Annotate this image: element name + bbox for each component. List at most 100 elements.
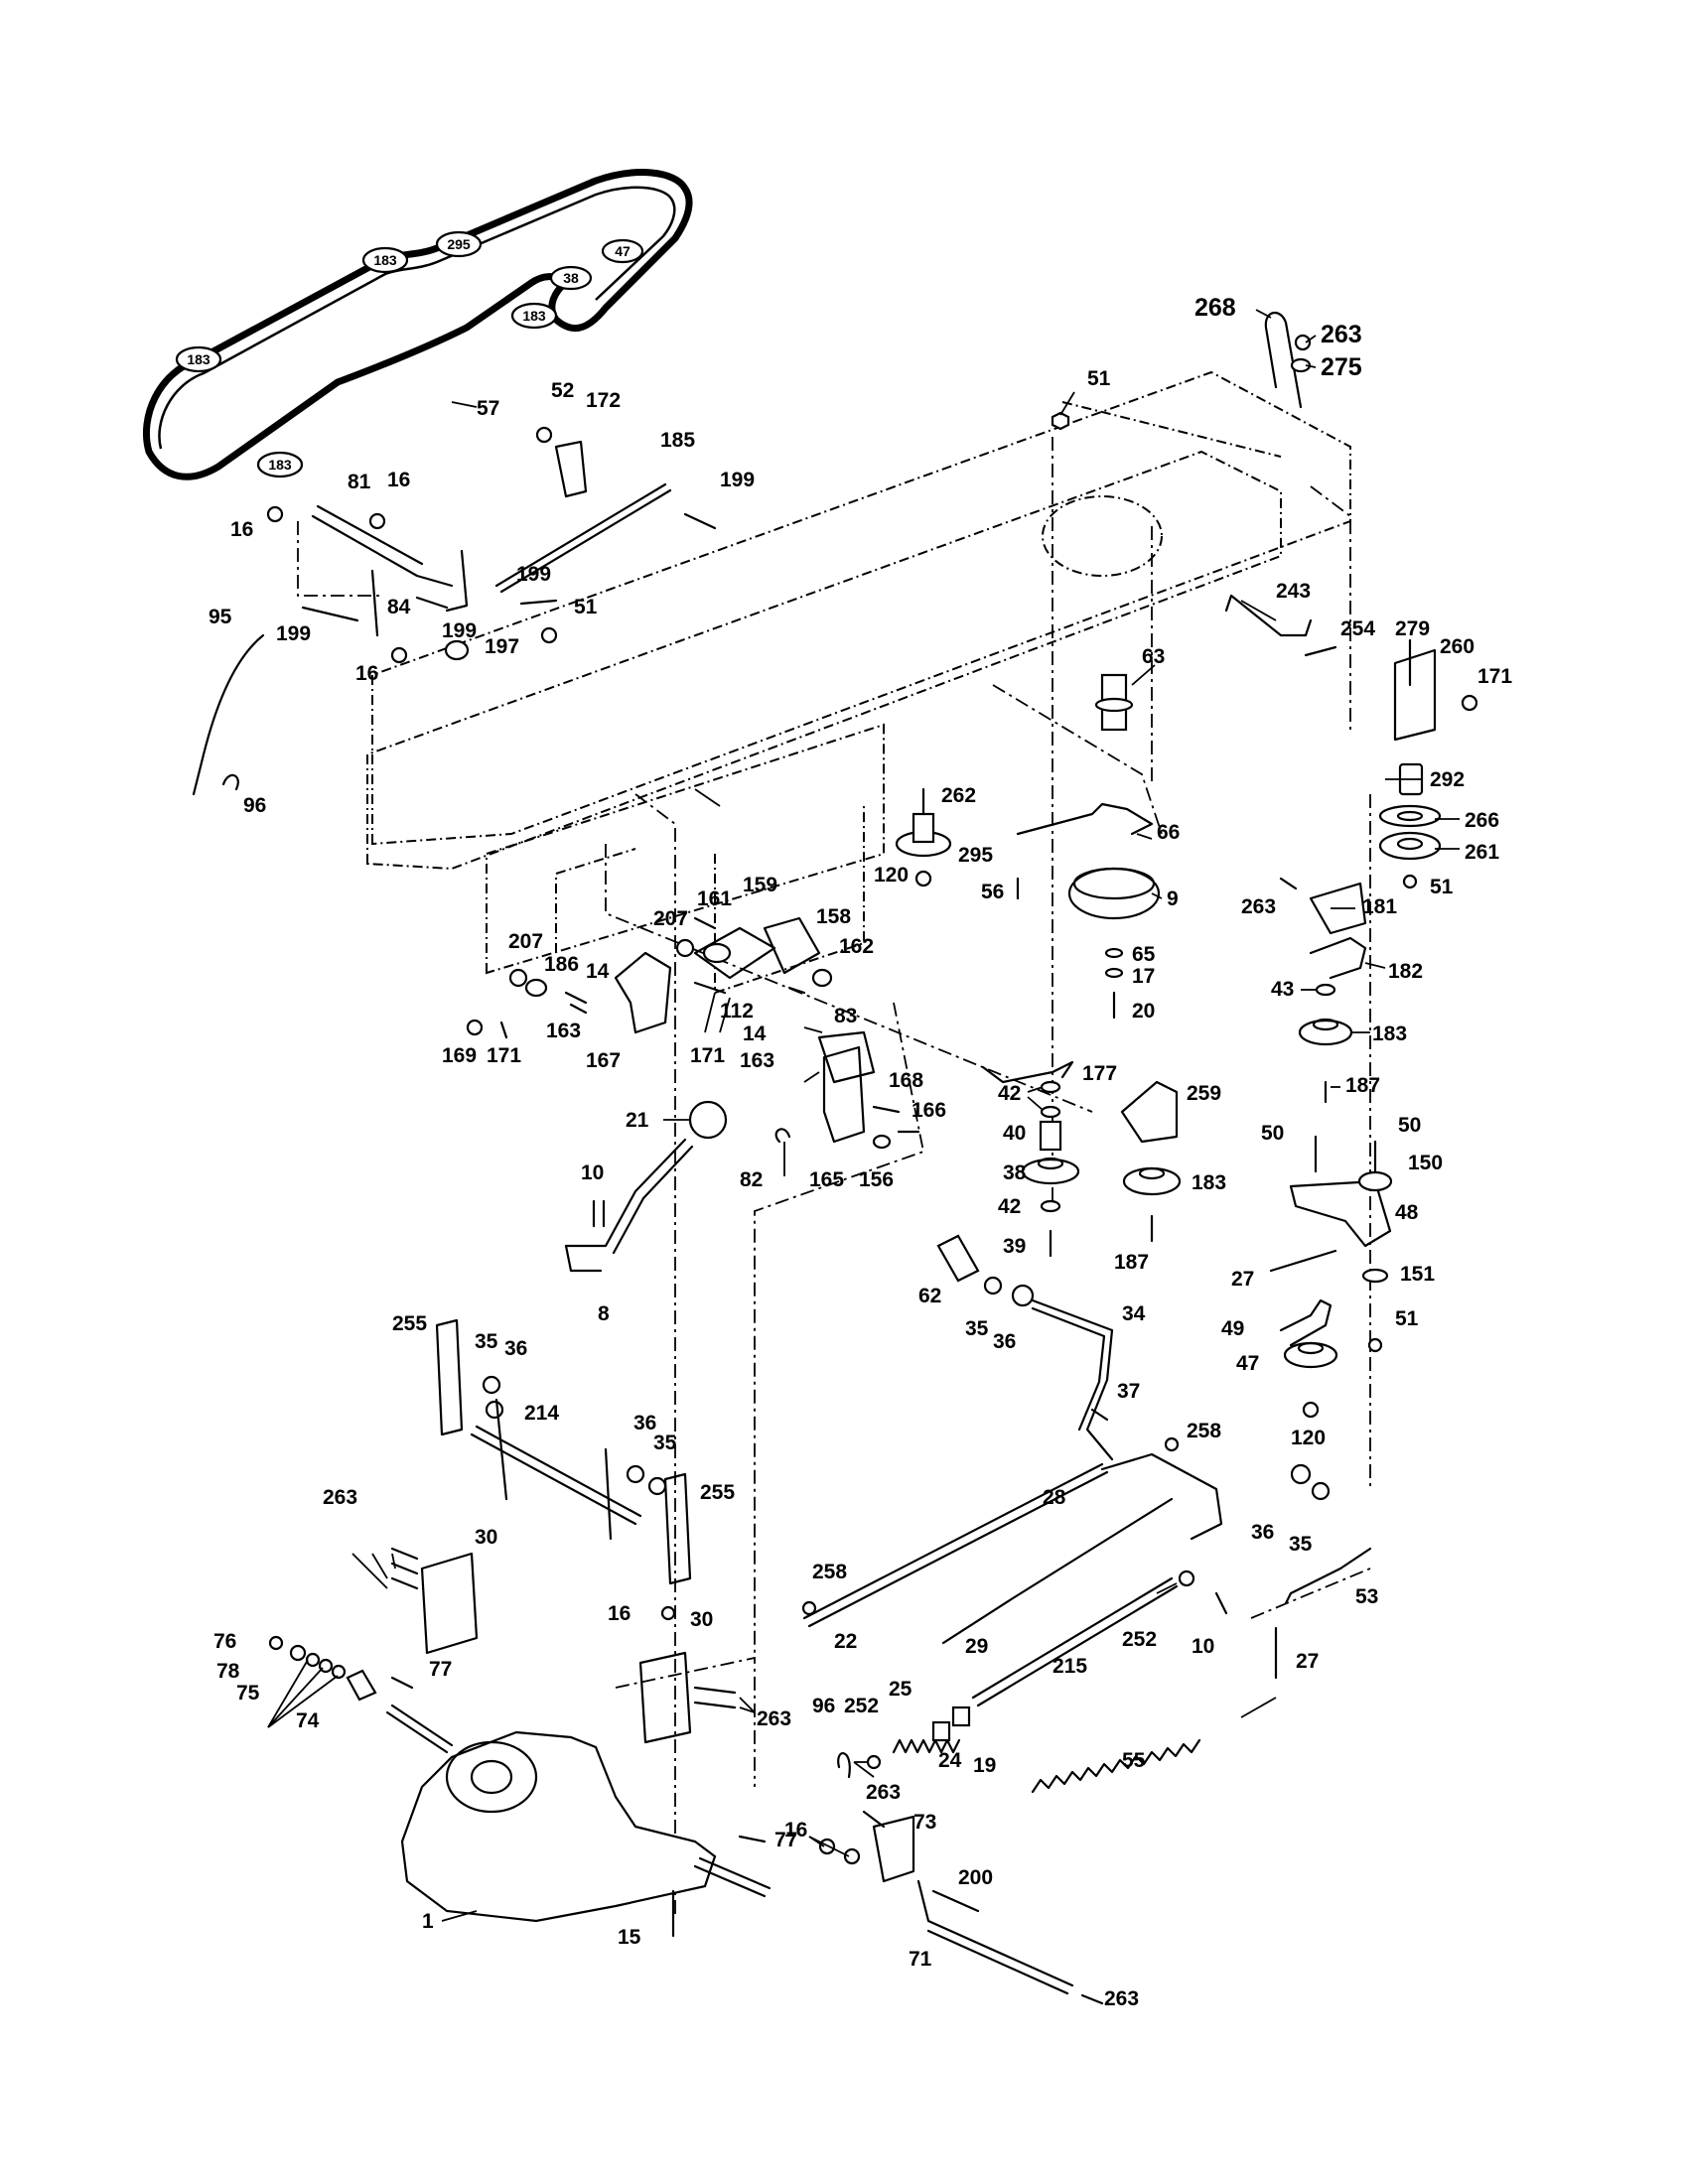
callout-199: 199 [276,622,311,645]
bolt-254 [1304,645,1337,657]
callout-158: 158 [816,905,851,928]
callout-34: 34 [1122,1302,1146,1325]
callout-36: 36 [993,1330,1016,1353]
shaft-81 [311,504,469,637]
callout-263: 263 [1104,1987,1139,2010]
callout-200: 200 [958,1866,993,1889]
callout-112: 112 [720,1000,754,1023]
callout-51: 51 [574,596,598,618]
washer-207-a [675,938,695,958]
callout-161: 161 [697,887,732,910]
knob-21 [688,1100,728,1140]
callout-167: 167 [586,1049,621,1072]
rod-22 [802,1462,1109,1628]
callout-120: 120 [874,864,909,887]
washer-36-mid [626,1464,645,1484]
callout-151: 151 [1400,1263,1435,1286]
bolts-263-left [390,1547,419,1590]
belt-pulley-label: 183 [522,308,546,324]
bracket-49 [1279,1298,1333,1347]
callout-63: 63 [1142,645,1165,668]
callout-53: 53 [1355,1585,1378,1608]
callout-labels: 268 263 275 57 52 172 185 199 81 16 16 1… [209,294,1512,2010]
callout-29: 29 [965,1635,988,1658]
bracket-182 [1309,936,1367,980]
pulley-47 [1283,1341,1338,1369]
callout-27: 27 [1231,1268,1254,1291]
washers-75 [305,1652,347,1680]
arm-28 [1100,1452,1223,1541]
callout-84: 84 [387,596,411,618]
callout-199: 199 [720,469,755,491]
callout-163: 163 [546,1020,581,1042]
callout-262: 262 [941,784,976,807]
callout-187: 187 [1114,1251,1149,1274]
callout-73: 73 [913,1811,936,1834]
callout-258: 258 [1187,1420,1221,1442]
nut-169 [466,1019,484,1036]
callout-62: 62 [918,1285,941,1307]
callout-35: 35 [965,1317,989,1340]
callout-81: 81 [348,471,371,493]
clip-197 [444,639,470,661]
washer-36-left [485,1400,504,1420]
washer-35-left [482,1375,501,1395]
spindle-63 [1094,673,1134,732]
callout-185: 185 [660,429,695,452]
callout-82: 82 [740,1168,763,1191]
callout-279: 279 [1395,617,1430,640]
callout-255: 255 [700,1481,735,1504]
callout-35: 35 [1289,1533,1313,1556]
shaft-214 [470,1398,642,1541]
callout-171: 171 [1477,665,1512,688]
callout-38: 38 [1003,1161,1027,1184]
callout-177: 177 [1082,1062,1117,1085]
belt-pulley-label: 183 [373,252,397,268]
pin-96-bottom [837,1751,851,1779]
lever-243 [1224,594,1313,637]
callout-21: 21 [626,1109,649,1132]
bolt-161 [693,916,717,930]
washer-35-right [1311,1481,1331,1501]
washer-43 [1315,983,1336,997]
callout-182: 182 [1388,960,1423,983]
drive-belt-57 [142,169,693,480]
washer-65 [1104,947,1124,959]
callout-120: 120 [1291,1427,1326,1449]
nut-51-top [1051,411,1070,431]
pulley-183-center [1122,1166,1182,1196]
pulley-38 [1021,1157,1080,1185]
callout-252: 252 [844,1695,879,1717]
callout-74: 74 [296,1709,320,1732]
callout-215: 215 [1052,1655,1087,1678]
bracket-37 [1090,1408,1109,1422]
spring-25 [892,1738,961,1754]
callout-263: 263 [1241,895,1276,918]
belt-pulley-295: 295 [435,230,483,258]
bracket-66 [1016,802,1154,836]
callout-187: 187 [1345,1074,1380,1097]
callout-214: 214 [524,1402,559,1425]
bolt-263-top [1294,334,1312,351]
callout-65: 65 [1132,943,1156,966]
callout-261: 261 [1465,841,1499,864]
pin-96-top [221,773,239,791]
callout-207: 207 [508,930,543,953]
callout-199: 199 [442,619,477,642]
callout-43: 43 [1271,978,1294,1001]
callout-268: 268 [1194,294,1236,322]
callout-37: 37 [1117,1380,1140,1403]
callout-1: 1 [422,1910,434,1933]
callout-77: 77 [429,1658,452,1681]
callout-56: 56 [981,881,1004,903]
shaft-34 [1031,1298,1114,1461]
callout-263: 263 [757,1707,791,1730]
callout-42: 42 [998,1082,1021,1105]
washer-156 [872,1134,892,1150]
pto-clutch-9 [1067,867,1161,920]
callout-50: 50 [1398,1114,1421,1137]
bolt-199-b [519,599,558,606]
cable-95 [192,633,265,796]
bracket-165 [822,1045,866,1144]
